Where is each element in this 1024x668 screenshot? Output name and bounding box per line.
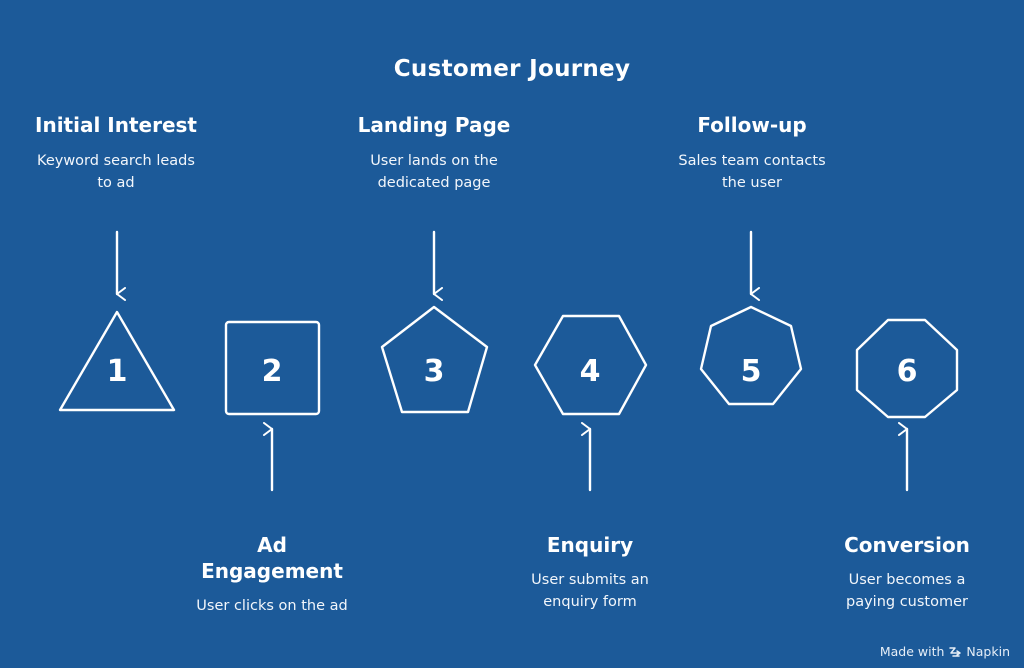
stage-2-square-shape: [224, 320, 321, 416]
stage-2-label: Ad Engagement: [162, 532, 382, 584]
stage-1-label: Initial Interest: [35, 113, 197, 137]
diagram-title: Customer Journey: [393, 56, 631, 82]
stage-4-description-line-1: User submits an: [531, 572, 649, 588]
stage-2-description: User clicks on the ad: [162, 595, 382, 617]
stage-3-number: 3: [424, 354, 445, 389]
stage-3-description-line-1: User lands on the: [370, 153, 498, 169]
napkin-logo-icon: [949, 646, 962, 657]
stage-3-label: Landing Page: [357, 113, 511, 137]
stage-4-label: Enquiry: [546, 533, 634, 557]
stage-6-description-line-2: paying customer: [846, 594, 968, 610]
stage-2-number: 2: [262, 354, 283, 389]
stage-2-description-line-1: User clicks on the ad: [196, 598, 348, 614]
stage-6-description-line-1: User becomes a: [848, 572, 966, 588]
stage-1-description-line-1: Keyword search leads: [37, 153, 195, 169]
footer-brand: Napkin: [966, 644, 1010, 659]
stage-6-octagon-shape: [855, 318, 959, 419]
stage-4-number: 4: [580, 354, 601, 389]
stage-1-number: 1: [107, 354, 128, 389]
stage-5-number: 5: [741, 354, 762, 389]
stage-6-label: Conversion: [844, 533, 970, 557]
stage-6-description: User becomes a paying customer: [797, 569, 1017, 613]
stage-5-heptagon-shape: [699, 305, 803, 406]
stage-3-description-line-2: dedicated page: [377, 175, 491, 191]
stage-1-triangle-shape: [58, 310, 176, 412]
stage-2-label-line-2: Engagement: [201, 559, 343, 583]
stage-6-number: 6: [897, 354, 918, 389]
stage-1-description-line-2: to ad: [97, 175, 135, 191]
stage-5-description: Sales team contacts the user: [642, 150, 862, 194]
stage-3-description: User lands on the dedicated page: [324, 150, 544, 194]
stage-4-description: User submits an enquiry form: [480, 569, 700, 613]
stage-3-pentagon-shape: [380, 305, 489, 414]
stage-5-description-line-1: Sales team contacts: [678, 153, 826, 169]
stage-4-description-line-2: enquiry form: [543, 594, 637, 610]
footer-made-with: Made with: [879, 644, 945, 659]
stage-5-description-line-2: the user: [721, 175, 783, 191]
footer-attribution: Made with Napkin: [880, 644, 1010, 659]
stage-5-label: Follow-up: [697, 113, 807, 137]
stage-4-hexagon-shape: [533, 314, 648, 416]
stage-2-label-line-1: Ad: [257, 533, 287, 557]
stage-1-description: Keyword search leads to ad: [6, 150, 226, 194]
